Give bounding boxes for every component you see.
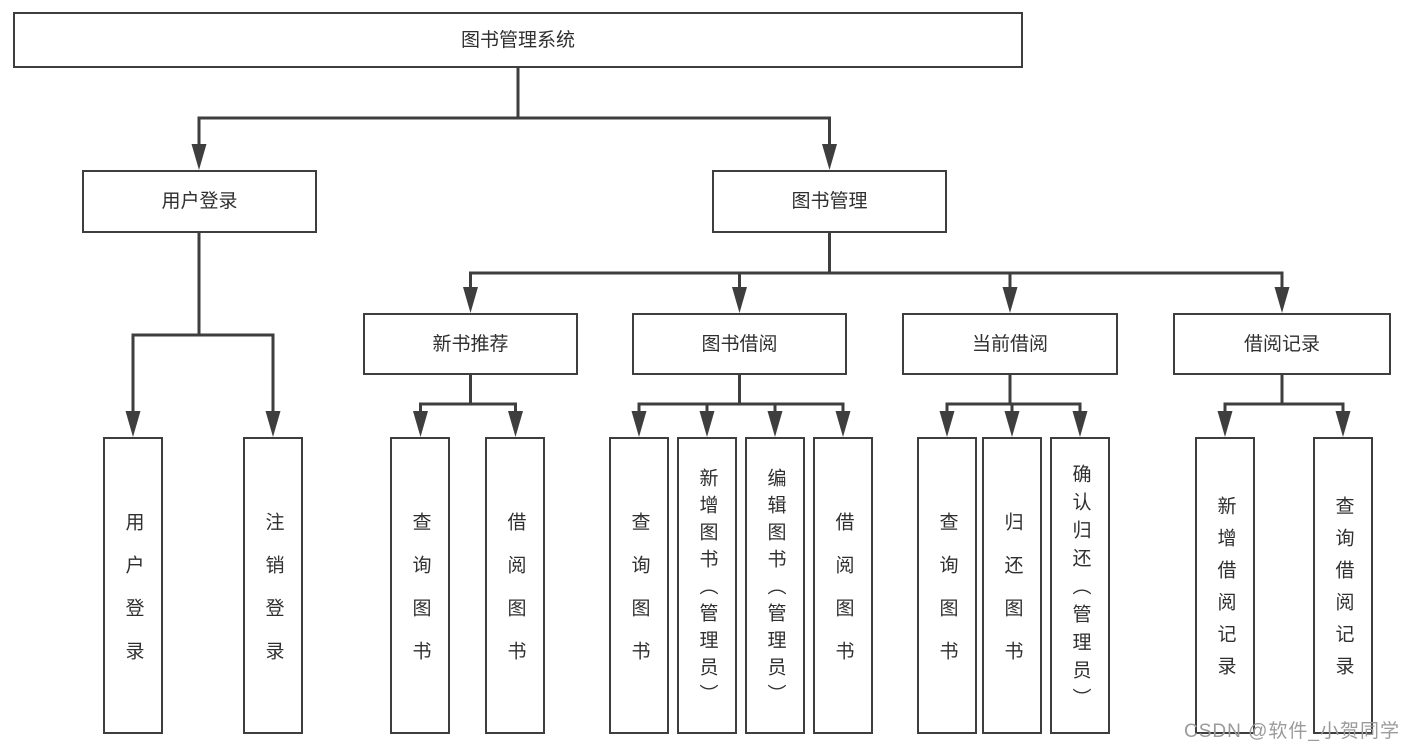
node-user-login: 用户登录 (82, 170, 317, 233)
arrowhead-leaf3 (413, 411, 428, 437)
node-leaf-return-books: 归还图书 (982, 437, 1042, 734)
arrowhead-new-book (463, 287, 478, 313)
arrowhead-current (1002, 287, 1018, 313)
node-leaf-edit-books-admin: 编辑图书（管理员） (745, 437, 805, 734)
arrowhead-leaf13 (1335, 411, 1351, 437)
node-leaf-user-login: 用户登录 (103, 437, 163, 734)
arrowhead-leaf6 (699, 411, 715, 437)
node-leaf-add-borrow-record: 新增借阅记录 (1195, 437, 1255, 734)
arrowhead-leaf8 (835, 411, 851, 437)
node-leaf-borrow-books-1: 借阅图书 (485, 437, 545, 734)
node-new-book-recommend: 新书推荐 (363, 313, 578, 375)
node-leaf-add-books-admin-label: 新增图书（管理员） (696, 468, 718, 711)
arrowhead-leaf9 (939, 411, 955, 437)
arrowhead-logout (265, 411, 281, 437)
node-leaf-logout: 注销登录 (243, 437, 303, 734)
arrowhead-leaf10 (1004, 411, 1020, 437)
node-borrow-records: 借阅记录 (1173, 313, 1391, 375)
node-book-management: 图书管理 (712, 170, 947, 233)
node-leaf-query-books-1-label: 查询图书 (409, 511, 431, 684)
node-leaf-query-borrow-record: 查询借阅记录 (1313, 437, 1373, 734)
node-borrow-records-label: 借阅记录 (1243, 333, 1320, 355)
node-leaf-borrow-books-2: 借阅图书 (813, 437, 873, 734)
arrowhead-records (1274, 287, 1290, 313)
arrowhead-leaf5 (631, 411, 647, 437)
node-current-borrowing-label: 当前借阅 (971, 333, 1048, 355)
node-leaf-borrow-books-2-label: 借阅图书 (832, 511, 854, 684)
node-book-borrowing: 图书借阅 (632, 313, 847, 375)
node-leaf-logout-label: 注销登录 (262, 511, 284, 684)
node-leaf-confirm-return-admin: 确认归还（管理员） (1050, 437, 1110, 734)
node-leaf-query-books-2-label: 查询图书 (628, 511, 650, 684)
node-leaf-query-books-1: 查询图书 (390, 437, 450, 734)
node-root: 图书管理系统 (13, 12, 1023, 68)
arrowhead-leaf4 (508, 411, 523, 437)
node-user-login-label: 用户登录 (161, 191, 238, 212)
node-book-borrowing-label: 图书借阅 (701, 333, 778, 355)
node-leaf-add-borrow-record-label: 新增借阅记录 (1214, 496, 1236, 688)
arrowhead-leaf11 (1072, 411, 1088, 437)
arrowhead-leaf7 (767, 411, 783, 437)
arrowhead-leaf12 (1217, 411, 1233, 437)
csdn-watermark: CSDN @软件_小贺同学 (1184, 721, 1400, 742)
arrowhead-login (125, 411, 141, 437)
node-leaf-borrow-books-1-label: 借阅图书 (504, 511, 526, 684)
node-leaf-query-borrow-record-label: 查询借阅记录 (1332, 496, 1354, 688)
node-leaf-query-books-3-label: 查询图书 (936, 511, 958, 684)
node-root-label: 图书管理系统 (460, 29, 575, 51)
node-leaf-return-books-label: 归还图书 (1001, 511, 1023, 684)
node-book-management-label: 图书管理 (791, 191, 868, 212)
arrowhead-user-login (191, 144, 207, 170)
node-leaf-add-books-admin: 新增图书（管理员） (677, 437, 737, 734)
node-leaf-query-books-3: 查询图书 (917, 437, 977, 734)
node-new-book-recommend-label: 新书推荐 (432, 333, 509, 355)
node-leaf-edit-books-admin-label: 编辑图书（管理员） (764, 468, 786, 711)
node-leaf-query-books-2: 查询图书 (609, 437, 669, 734)
node-leaf-confirm-return-admin-label: 确认归还（管理员） (1069, 464, 1091, 716)
node-leaf-user-login-label: 用户登录 (122, 511, 144, 684)
arrowhead-borrowing (732, 287, 747, 313)
node-current-borrowing: 当前借阅 (902, 313, 1118, 375)
arrowhead-book-mgmt (822, 144, 837, 170)
